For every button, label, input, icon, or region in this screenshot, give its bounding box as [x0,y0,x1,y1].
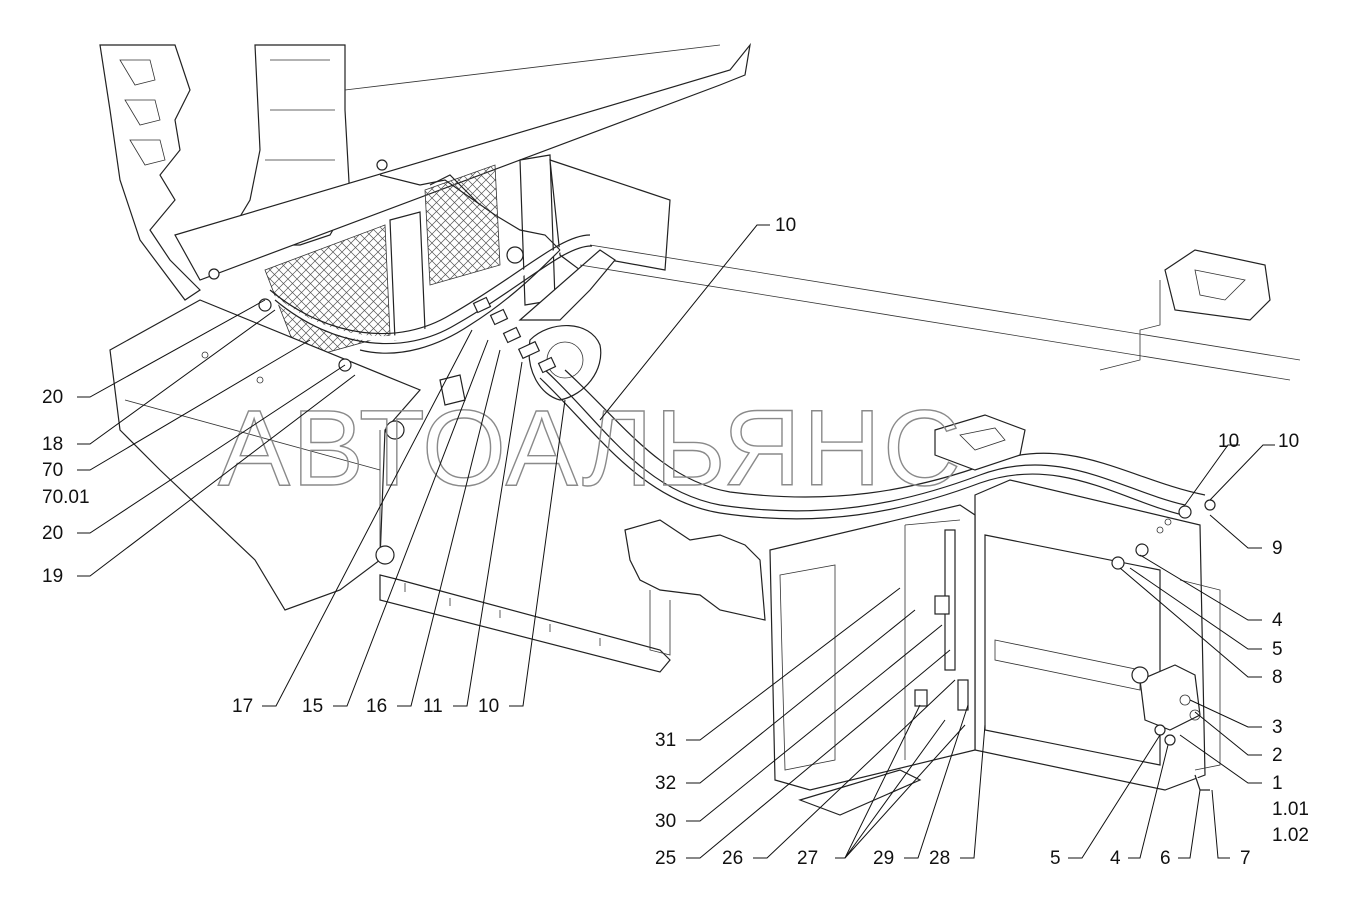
callout-8: 8 [1272,667,1283,688]
callout-31: 31 [655,730,676,751]
radiator-mesh [264,154,556,361]
callout-19: 19 [42,566,63,587]
frame-rail [579,244,1301,381]
cab-body [99,42,751,301]
tank-mount [934,414,1026,471]
callout-27: 27 [797,848,818,869]
callout-17: 17 [232,696,253,717]
callout-28: 28 [929,848,950,869]
callout-10-top: 10 [775,215,796,236]
fittings-center [258,296,557,374]
callout-26: 26 [722,848,743,869]
callout-20-b: 20 [42,523,63,544]
callout-2: 2 [1272,745,1283,766]
watermark-text: АВТОАЛЬЯНС [218,387,963,508]
callout-5-b: 5 [1050,848,1061,869]
callout-1-02: 1.02 [1272,825,1309,846]
callout-20-a: 20 [42,387,63,408]
hydraulic-hoses [208,159,1206,520]
callout-11: 11 [423,696,443,717]
callout-15: 15 [302,696,323,717]
callout-6: 6 [1160,848,1171,869]
callout-5-a: 5 [1272,639,1283,660]
callout-10-right-b: 10 [1278,431,1299,452]
callout-70: 70 [42,460,63,481]
tool-box [974,479,1221,791]
callout-16: 16 [366,696,387,717]
frame-lower [379,519,766,673]
callout-25: 25 [655,848,676,869]
callout-layer: 10 20 18 70 70.01 20 19 17 15 16 11 10 1… [42,215,1309,869]
callout-7: 7 [1240,848,1251,869]
callout-18: 18 [42,434,63,455]
callout-70-01: 70.01 [42,487,90,508]
box-door [769,504,976,816]
callout-10-right-a: 10 [1218,431,1239,452]
callout-4-a: 4 [1272,610,1283,631]
callout-1: 1 [1272,773,1283,794]
callout-29: 29 [873,848,894,869]
callout-3: 3 [1272,717,1283,738]
callout-10-bottom: 10 [478,696,499,717]
callout-4-b: 4 [1110,848,1121,869]
callout-9: 9 [1272,538,1283,559]
callout-32: 32 [655,773,676,794]
callout-1-01: 1.01 [1272,799,1309,820]
callout-30: 30 [655,811,676,832]
